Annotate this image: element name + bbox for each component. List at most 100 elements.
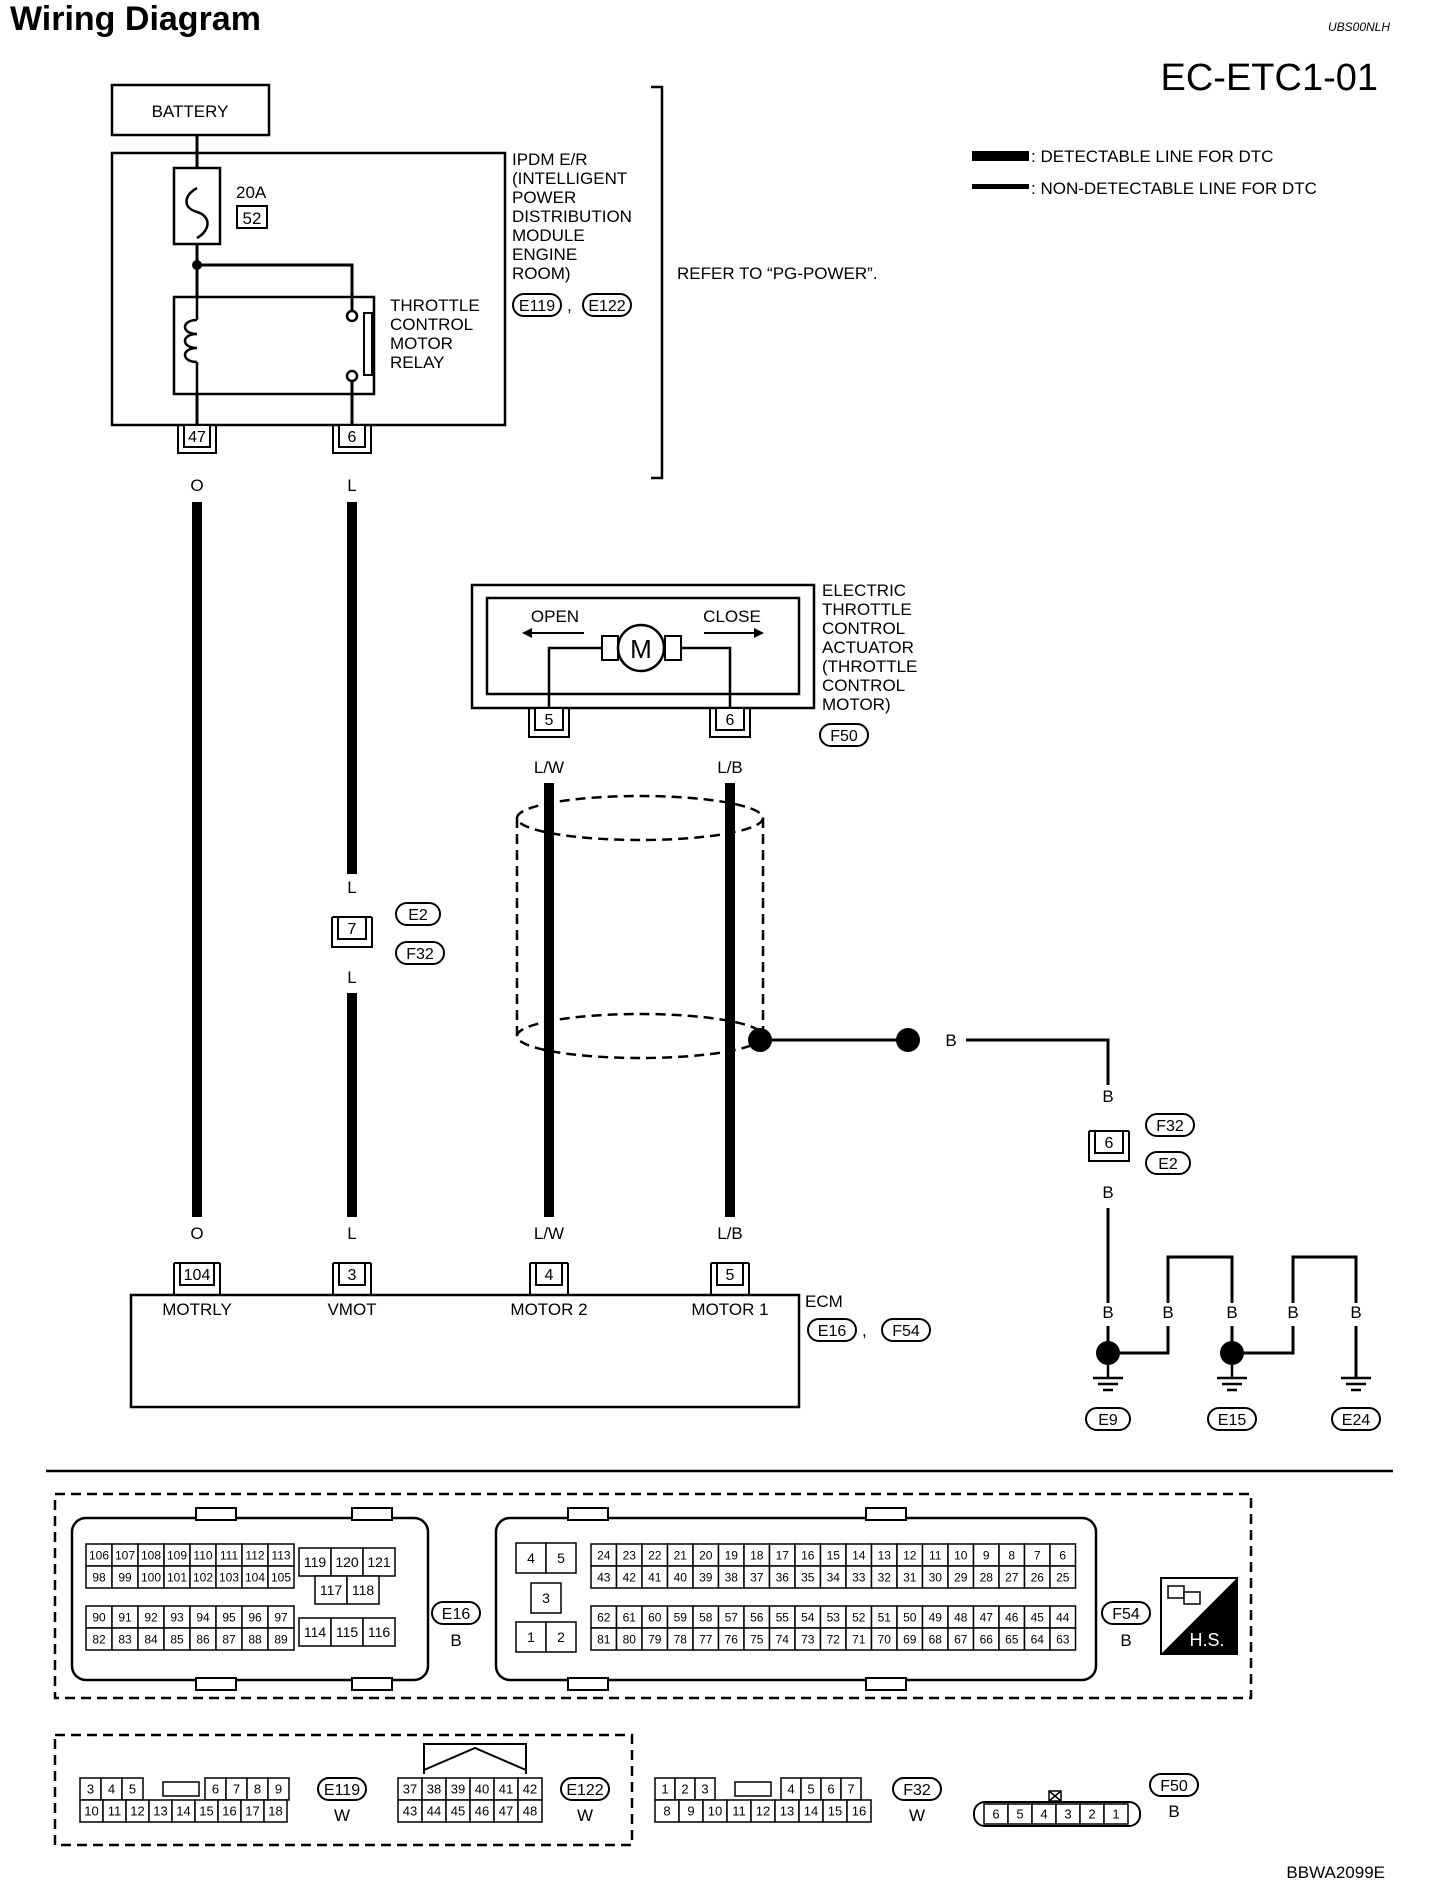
wire-motor1 bbox=[725, 783, 735, 1217]
pin-cell bbox=[515, 1542, 547, 1574]
pin-number: 8 bbox=[663, 1804, 670, 1819]
pin-number: 77 bbox=[699, 1632, 713, 1646]
ecm-pin: 4 bbox=[545, 1267, 554, 1284]
pin-number: 2 bbox=[557, 1629, 565, 1645]
pin-number: 102 bbox=[193, 1570, 213, 1584]
wire-color-label: B bbox=[1102, 1183, 1113, 1202]
pin-number: 18 bbox=[268, 1804, 282, 1819]
figure-code: BBWA2099E bbox=[1286, 1863, 1385, 1882]
pin-number: 109 bbox=[167, 1548, 187, 1562]
pin-cell bbox=[1103, 1803, 1129, 1825]
pin-number: 85 bbox=[170, 1632, 184, 1646]
pin-cell bbox=[545, 1621, 577, 1653]
motor-symbol: M bbox=[630, 634, 652, 664]
pin-number: 16 bbox=[222, 1804, 236, 1819]
wire-color-label: L bbox=[347, 476, 356, 495]
ground-icon bbox=[1217, 1376, 1247, 1392]
blank-cavity bbox=[162, 1781, 200, 1797]
relay-contact-icon bbox=[345, 309, 359, 323]
connector-tag-f50 bbox=[1149, 1773, 1199, 1797]
wire-color-label: B bbox=[1287, 1303, 1298, 1322]
pin-number: 116 bbox=[368, 1624, 391, 1640]
actuator-outer-box bbox=[470, 583, 816, 710]
pin-number: 114 bbox=[304, 1624, 327, 1640]
pin-number: 5 bbox=[1016, 1807, 1023, 1822]
joint-pin-label: 7 bbox=[348, 921, 357, 938]
actuator-label-line: THROTTLE bbox=[822, 600, 912, 619]
connector-icon bbox=[1167, 1585, 1185, 1599]
pin-number: 65 bbox=[1005, 1632, 1019, 1646]
pin-number: 51 bbox=[878, 1610, 892, 1624]
pin-number: 104 bbox=[245, 1570, 265, 1584]
pin-number: 37 bbox=[750, 1570, 764, 1584]
wire-vmot-upper bbox=[347, 502, 357, 874]
pin-number: 14 bbox=[176, 1804, 190, 1819]
pin-number: 86 bbox=[196, 1632, 210, 1646]
pin-cell bbox=[267, 1565, 295, 1589]
ecm-pin: 104 bbox=[184, 1267, 211, 1284]
connector-tag-text: E2 bbox=[1158, 1156, 1178, 1173]
pin-number: 6 bbox=[1059, 1548, 1066, 1562]
pin-number: 31 bbox=[903, 1570, 917, 1584]
joint-connector-f32-e2: 6 F32 E2 bbox=[1088, 1113, 1195, 1175]
pin-number: 57 bbox=[725, 1610, 739, 1624]
connector-color: B bbox=[450, 1631, 461, 1650]
pin-number: 7 bbox=[233, 1782, 240, 1797]
ground-tag-text: E9 bbox=[1098, 1412, 1118, 1429]
ecm-connector-frame bbox=[53, 1492, 1253, 1700]
connector-icon bbox=[1183, 1591, 1201, 1605]
pin-number: 55 bbox=[776, 1610, 790, 1624]
pin-number: 13 bbox=[153, 1804, 167, 1819]
connector-tag-text: F32 bbox=[903, 1782, 931, 1799]
pin-number: 16 bbox=[852, 1804, 866, 1819]
pin-number: 70 bbox=[878, 1632, 892, 1646]
pin-number: 45 bbox=[451, 1804, 465, 1819]
pin-number: 25 bbox=[1056, 1570, 1070, 1584]
actuator-inner-box bbox=[485, 596, 801, 696]
wire-color-label: L bbox=[347, 968, 356, 987]
pin-cell bbox=[545, 1542, 577, 1574]
connector-tag-e2 bbox=[1145, 1151, 1191, 1175]
ground-network: E9 B B E15 B B E24 bbox=[1085, 1255, 1381, 1431]
ground-tag-e24 bbox=[1331, 1407, 1381, 1431]
tag-separator: , bbox=[567, 296, 572, 315]
relay-label-line: MOTOR bbox=[390, 334, 453, 353]
power-bracket bbox=[651, 85, 664, 480]
fuse-symbol bbox=[172, 166, 222, 246]
pin-cell bbox=[298, 1547, 332, 1577]
pin-number: 119 bbox=[304, 1554, 327, 1570]
pin-number: 39 bbox=[699, 1570, 713, 1584]
pin-number: 24 bbox=[597, 1548, 611, 1562]
ipdm-label-line: MODULE bbox=[512, 226, 585, 245]
ecm-pin: 3 bbox=[348, 1267, 357, 1284]
pin-number: 17 bbox=[245, 1804, 259, 1819]
ecm-label: ECM bbox=[805, 1292, 843, 1311]
pin-number: 4 bbox=[527, 1550, 535, 1566]
pin-number: 80 bbox=[623, 1632, 637, 1646]
pin-number: 37 bbox=[403, 1782, 417, 1797]
fuse-number-box bbox=[236, 205, 268, 229]
pin-number: 35 bbox=[801, 1570, 815, 1584]
ipdm-label-line: IPDM E/R bbox=[512, 150, 588, 169]
pin-number: 41 bbox=[499, 1782, 513, 1797]
connector-tag-e2 bbox=[395, 902, 441, 926]
pin-number: 15 bbox=[828, 1804, 842, 1819]
pin-number: 103 bbox=[219, 1570, 239, 1584]
pin-number: 99 bbox=[118, 1570, 132, 1584]
pin-number: 47 bbox=[499, 1804, 513, 1819]
pin-cell bbox=[1049, 1565, 1077, 1589]
pin-number: 63 bbox=[1056, 1632, 1070, 1646]
pin-number: 45 bbox=[1031, 1610, 1045, 1624]
relay-coil-icon bbox=[183, 318, 198, 364]
pin-cell bbox=[846, 1799, 872, 1823]
wire-color-label: L/W bbox=[534, 1224, 564, 1243]
connector-tag-f32 bbox=[892, 1777, 942, 1801]
pin-number: 49 bbox=[929, 1610, 943, 1624]
actuator-label-line: CONTROL bbox=[822, 619, 905, 638]
connector-tag-text: E119 bbox=[519, 298, 555, 315]
connector-tag-text: E16 bbox=[442, 1606, 471, 1623]
pin-number: 101 bbox=[167, 1570, 187, 1584]
pin-number: 4 bbox=[787, 1782, 794, 1797]
pin-number: 22 bbox=[648, 1548, 662, 1562]
ecm-terminal-name: MOTOR 1 bbox=[691, 1300, 768, 1319]
